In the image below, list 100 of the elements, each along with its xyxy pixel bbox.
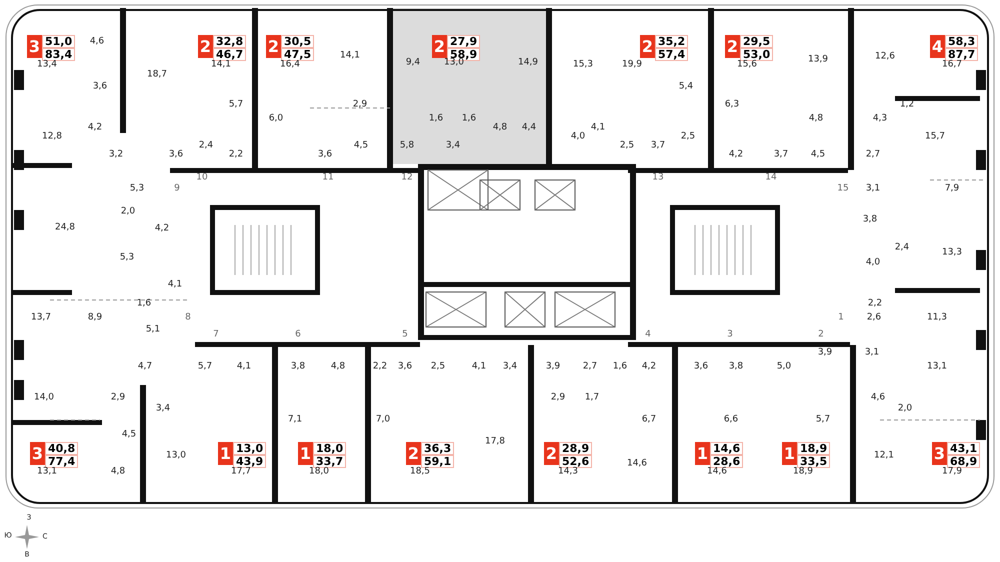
total-area: 43,9 <box>233 455 266 468</box>
room-count: 3 <box>30 442 45 465</box>
room-area: 2,2 <box>868 300 882 308</box>
total-area: 33,7 <box>313 455 346 468</box>
total-area: 59,1 <box>421 455 454 468</box>
room-area: 5,7 <box>816 416 830 424</box>
room-area: 4,7 <box>138 362 152 372</box>
total-area: 52,6 <box>559 455 592 468</box>
total-area: 53,0 <box>740 48 774 61</box>
room-area: 2,9 <box>110 394 126 402</box>
room-area: 5,7 <box>198 362 212 372</box>
room-area: 7,1 <box>288 416 302 424</box>
room-area: 4,5 <box>810 150 826 160</box>
room-area: 2,5 <box>680 132 696 142</box>
room-area: 13,1 <box>926 362 948 372</box>
room-count: 2 <box>198 35 213 58</box>
room-area: 2,7 <box>582 362 598 372</box>
room-area: 3,6 <box>694 362 708 372</box>
room-area: 3,6 <box>92 82 108 92</box>
room-count: 1 <box>695 442 710 465</box>
room-count: 2 <box>544 442 559 465</box>
room-area: 4,8 <box>110 468 126 476</box>
room-area: 1,2 <box>900 100 914 110</box>
room-area: 4,5 <box>354 142 368 150</box>
room-area: 2,4 <box>894 244 910 252</box>
room-area: 18,7 <box>146 70 168 80</box>
door-number: 15 <box>837 184 849 194</box>
room-area: 14,3 <box>558 468 578 476</box>
room-area: 3,4 <box>502 362 518 372</box>
room-count: 3 <box>27 35 42 58</box>
room-area: 5,3 <box>130 184 144 194</box>
total-area: 47,5 <box>281 48 314 61</box>
room-area: 4,8 <box>492 124 508 132</box>
living-area: 35,2 <box>655 35 688 48</box>
room-area: 4,1 <box>590 124 606 132</box>
door-number: 12 <box>401 174 413 182</box>
door-number: 3 <box>727 330 733 340</box>
room-area: 6,3 <box>724 100 740 110</box>
room-area: 3,1 <box>866 184 880 194</box>
room-area: 6,0 <box>268 114 284 124</box>
room-area: 13,7 <box>30 314 52 322</box>
room-area: 4,8 <box>330 362 346 372</box>
room-area: 4,0 <box>570 132 586 142</box>
door-number: 1 <box>838 314 844 322</box>
door-number: 11 <box>322 174 334 182</box>
door-number: 9 <box>174 184 180 194</box>
living-area: 13,0 <box>233 442 266 455</box>
room-count: 2 <box>640 35 655 58</box>
room-area: 15,7 <box>924 132 946 142</box>
room-area: 15,6 <box>736 60 758 70</box>
room-area: 5,0 <box>776 362 792 372</box>
room-area: 5,7 <box>228 100 244 110</box>
living-area: 51,0 <box>42 35 76 48</box>
total-area: 83,4 <box>42 48 76 61</box>
room-area: 3,1 <box>864 348 880 358</box>
room-area: 16,4 <box>280 60 300 70</box>
living-area: 18,9 <box>797 442 830 455</box>
living-area: 27,9 <box>447 35 480 48</box>
room-area: 3,2 <box>108 150 124 160</box>
room-area: 6,7 <box>642 416 656 424</box>
room-area: 2,9 <box>550 394 566 402</box>
living-area: 28,9 <box>559 442 592 455</box>
total-area: 46,7 <box>213 48 246 61</box>
door-number: 14 <box>765 174 777 182</box>
room-area: 18,5 <box>410 468 430 476</box>
door-number: 5 <box>402 330 408 340</box>
room-area: 1,6 <box>428 114 444 124</box>
room-count: 1 <box>218 442 233 465</box>
living-area: 32,8 <box>213 35 246 48</box>
room-area: 3,6 <box>398 362 412 372</box>
room-area: 3,8 <box>728 362 744 372</box>
room-area: 2,5 <box>430 362 446 372</box>
living-area: 18,0 <box>313 442 346 455</box>
room-area: 4,6 <box>90 38 104 46</box>
room-area: 8,9 <box>88 314 102 322</box>
room-area: 13,4 <box>36 60 58 70</box>
room-area: 18,0 <box>308 468 330 476</box>
room-area: 12,8 <box>42 132 62 142</box>
room-area: 14,6 <box>626 460 648 468</box>
room-area: 14,1 <box>340 52 360 60</box>
room-area: 9,4 <box>406 58 420 68</box>
room-area: 13,1 <box>36 468 58 476</box>
room-area: 2,4 <box>198 142 214 150</box>
room-count: 2 <box>266 35 281 58</box>
room-area: 4,1 <box>168 280 182 290</box>
total-area: 68,9 <box>947 455 980 468</box>
room-area: 4,2 <box>728 150 744 160</box>
room-area: 4,4 <box>522 124 536 132</box>
room-area: 5,1 <box>146 326 160 334</box>
room-area: 12,6 <box>874 52 896 62</box>
room-area: 2,2 <box>372 362 388 372</box>
room-area: 12,1 <box>874 452 894 460</box>
room-area: 1,7 <box>584 394 600 402</box>
total-area: 33,5 <box>797 455 830 468</box>
room-area: 15,3 <box>572 60 594 70</box>
room-count: 1 <box>782 442 797 465</box>
room-area: 1,6 <box>612 362 628 372</box>
room-area: 4,0 <box>866 258 880 268</box>
total-area: 77,4 <box>45 455 78 468</box>
room-area: 14,1 <box>210 60 232 70</box>
